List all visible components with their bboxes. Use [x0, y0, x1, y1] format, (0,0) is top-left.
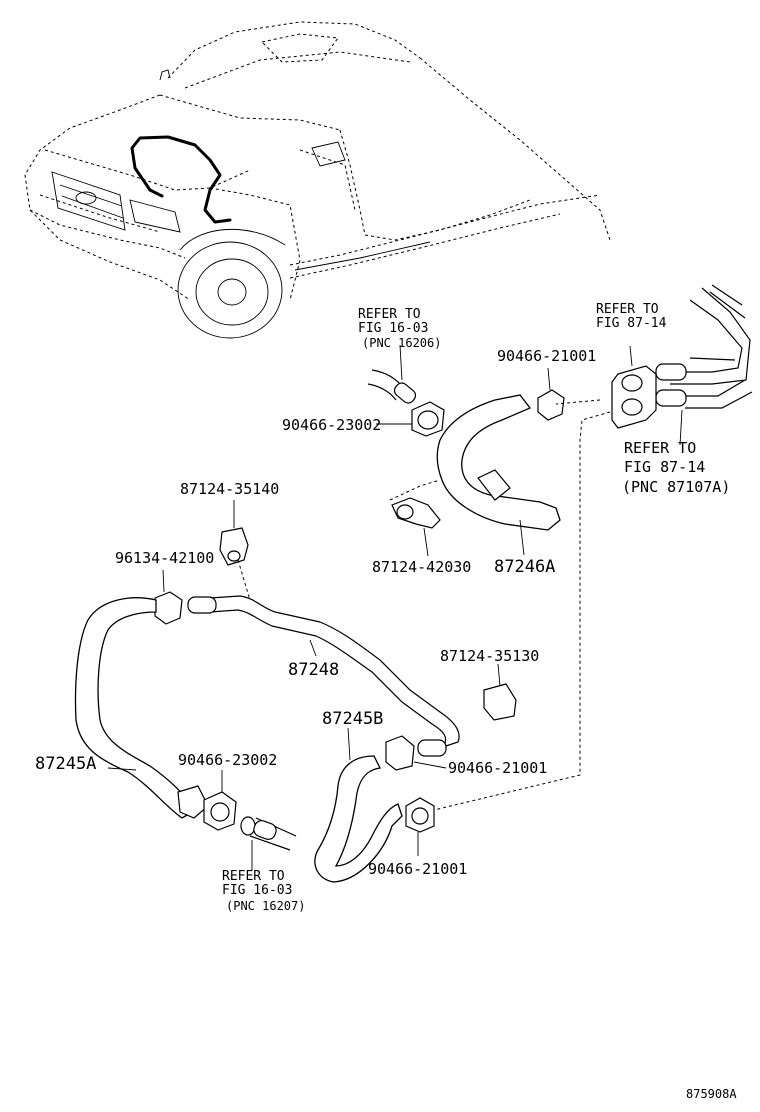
svg-text:FIG 16-03: FIG 16-03	[222, 883, 292, 898]
label-87124-35140: 87124-35140	[180, 480, 279, 498]
clamp-90466-21001-mid	[385, 735, 447, 771]
label-87245a: 87245A	[35, 754, 96, 774]
label-96134-42100: 96134-42100	[115, 549, 214, 567]
figure-id: 875908A	[686, 1087, 737, 1101]
clamp-90466-23002-top	[376, 401, 445, 437]
ref-fig-16-03-top: REFER TO FIG 16-03 (PNC 16206)	[358, 307, 441, 350]
ref-fig-87-14-right: REFER TO FIG 87-14 (PNC 87107A)	[622, 439, 730, 496]
routing-guide-line-2	[555, 399, 601, 405]
ref-fig-87-14-top: REFER TO FIG 87-14	[596, 302, 667, 331]
svg-text:(PNC 87107A): (PNC 87107A)	[622, 478, 730, 496]
svg-text:FIG 87-14: FIG 87-14	[624, 458, 705, 476]
clip-87124-35130	[483, 663, 517, 721]
label-87248: 87248	[288, 660, 339, 680]
label-87124-42030: 87124-42030	[372, 558, 471, 576]
hose-87245a	[74, 597, 209, 819]
routing-guide-line-3	[237, 559, 251, 601]
svg-text:REFER TO: REFER TO	[358, 307, 421, 322]
label-87246a: 87246A	[494, 557, 555, 577]
label-87245b: 87245B	[322, 709, 383, 729]
label-90466-23002-top: 90466-23002	[282, 416, 381, 434]
svg-text:REFER TO: REFER TO	[624, 439, 696, 457]
svg-text:FIG 16-03: FIG 16-03	[358, 321, 428, 336]
svg-text:FIG 87-14: FIG 87-14	[596, 316, 667, 331]
hose-stub-bottom	[240, 816, 297, 870]
svg-text:REFER TO: REFER TO	[222, 869, 285, 884]
clip-87124-42030	[389, 479, 441, 557]
label-87124-35130: 87124-35130	[440, 647, 539, 665]
svg-text:(PNC 16206): (PNC 16206)	[362, 336, 441, 350]
hose-stub-top	[367, 344, 417, 404]
label-90466-23002-bottom: 90466-23002	[178, 751, 277, 769]
clamp-90466-23002-bottom	[203, 770, 237, 831]
clamp-96134-42100	[154, 569, 183, 625]
hose-87246a	[436, 394, 561, 531]
clip-87124-35140	[219, 500, 249, 566]
clamp-90466-21001-bottom	[405, 797, 435, 856]
ref-fig-16-03-bottom: REFER TO FIG 16-03 (PNC 16207)	[222, 869, 305, 913]
hose-87245b	[314, 755, 403, 883]
routing-guide-line	[433, 411, 611, 811]
vehicle-illustration	[24, 21, 611, 339]
heater-pipes-assembly	[611, 284, 753, 446]
label-90466-21001-top: 90466-21001	[497, 347, 596, 365]
label-90466-21001-bottom: 90466-21001	[368, 860, 467, 878]
hose-87248	[187, 595, 460, 749]
svg-text:(PNC 16207): (PNC 16207)	[226, 899, 305, 913]
clamp-90466-21001-top	[537, 367, 565, 421]
svg-text:REFER TO: REFER TO	[596, 302, 659, 317]
label-90466-21001-mid: 90466-21001	[448, 759, 547, 777]
